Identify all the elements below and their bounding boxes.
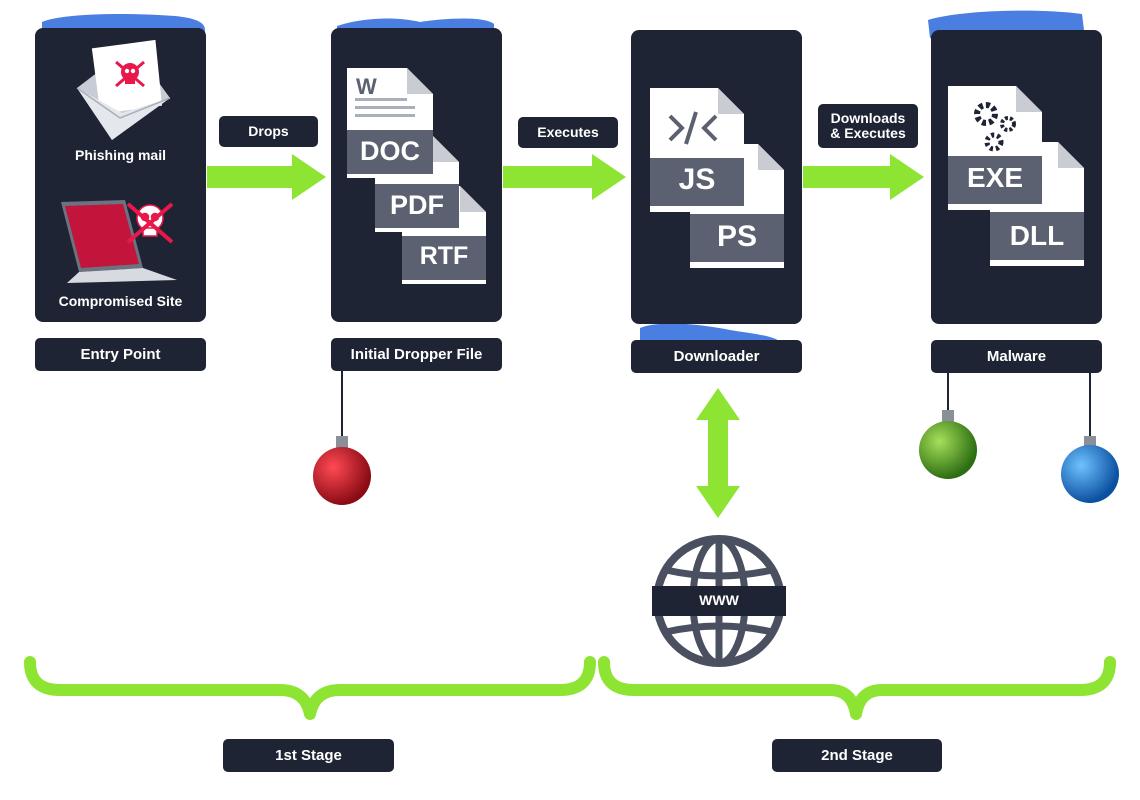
malware-label: Malware (931, 340, 1102, 373)
downloads-arrow (803, 154, 924, 200)
entry-point-label: Entry Point (35, 338, 206, 371)
compromised-site-icon (61, 200, 177, 283)
rtf-file-label: RTF (419, 242, 469, 270)
first-stage-label: 1st Stage (223, 739, 394, 772)
www-label: WWW (699, 592, 739, 608)
drops-label: Drops (219, 116, 318, 147)
js-file-label: JS (678, 163, 716, 196)
downloader-label: Downloader (631, 340, 802, 373)
globe-icon (652, 535, 786, 667)
www-bidirectional-arrow (696, 388, 740, 518)
dropper-files-icon (347, 68, 486, 284)
downloads-executes-label: Downloads & Executes (818, 104, 918, 148)
malware-files-icon (948, 86, 1084, 266)
blue-ornament-icon (1061, 373, 1119, 503)
downloads-line2: & Executes (830, 125, 906, 141)
pdf-file-label: PDF (390, 190, 444, 220)
ps-file-label: PS (716, 220, 758, 253)
phishing-mail-label: Phishing mail (74, 147, 166, 163)
first-stage-brace (24, 656, 596, 720)
downloads-line1: Downloads (830, 110, 906, 126)
compromised-site-label: Compromised Site (58, 293, 183, 309)
dropper-label: Initial Dropper File (331, 338, 502, 371)
dll-file-label: DLL (1009, 220, 1065, 251)
executes-label: Executes (518, 117, 618, 148)
red-ornament-icon (313, 371, 371, 505)
executes-arrow (503, 154, 626, 200)
drops-arrow (207, 154, 326, 200)
word-w-icon: W (356, 74, 377, 99)
second-stage-label: 2nd Stage (772, 739, 942, 772)
second-stage-brace (598, 656, 1116, 720)
doc-file-label: DOC (360, 136, 420, 166)
phishing-mail-icon (76, 39, 171, 140)
green-ornament-icon (919, 373, 977, 479)
downloader-files-icon (650, 88, 784, 268)
exe-file-label: EXE (966, 162, 1024, 193)
